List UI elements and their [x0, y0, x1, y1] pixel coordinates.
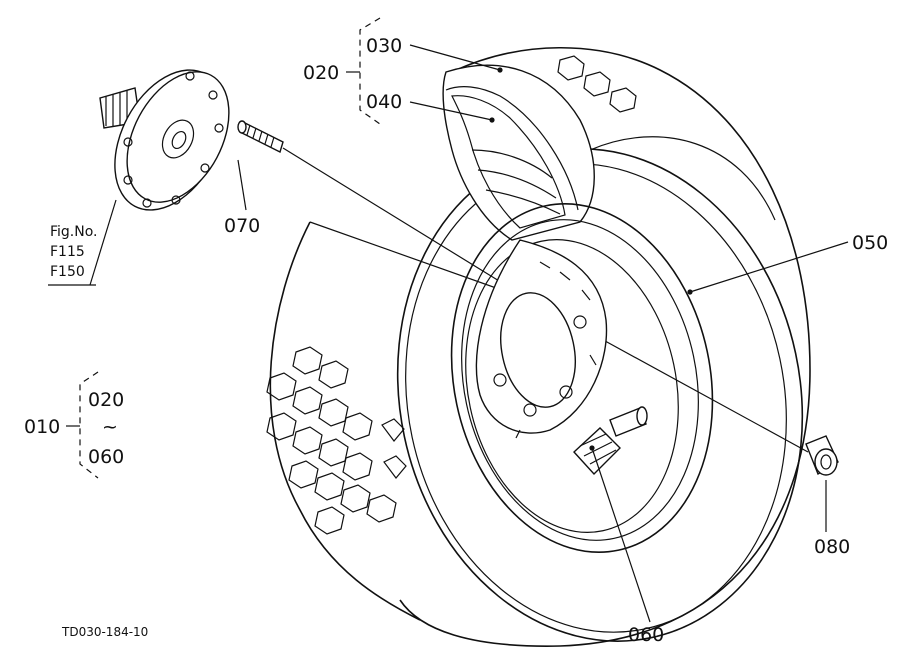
drawing-id: TD030-184-10: [61, 625, 148, 639]
fig-ref-line1: Fig.No.: [50, 224, 98, 240]
range-to-label: 060: [88, 446, 124, 468]
group-bracket-020: [346, 17, 381, 125]
callout-020: 020: [303, 62, 339, 84]
leader-lines: [48, 44, 849, 623]
callout-080: 080: [814, 536, 850, 558]
callout-030: 030: [366, 35, 402, 57]
valve-drawing: [573, 406, 648, 476]
callout-070: 070: [224, 215, 260, 237]
stud-axis-line: [282, 147, 809, 453]
wheel-hub-drawing: [99, 69, 230, 211]
callout-040: 040: [366, 91, 402, 113]
fig-ref-line2: F115: [50, 244, 85, 260]
range-tilde: ~: [102, 416, 118, 438]
leader-dot: [589, 445, 595, 451]
callout-050: 050: [852, 232, 888, 254]
fig-ref-line3: F150: [50, 264, 85, 280]
callout-060: 060: [628, 624, 664, 646]
leader-dot: [687, 289, 693, 295]
leader-dot: [497, 67, 503, 73]
callout-010: 010: [24, 416, 60, 438]
rim-drawing: [450, 203, 714, 553]
wheel-stud-drawing: [237, 120, 284, 153]
tire-drawing: [266, 47, 811, 647]
lug-nut-drawing: [805, 435, 839, 476]
leader-dot: [489, 117, 495, 123]
group-bracket-010: [66, 371, 99, 479]
range-from-label: 020: [88, 389, 124, 411]
tube-section-drawing: [442, 55, 637, 241]
